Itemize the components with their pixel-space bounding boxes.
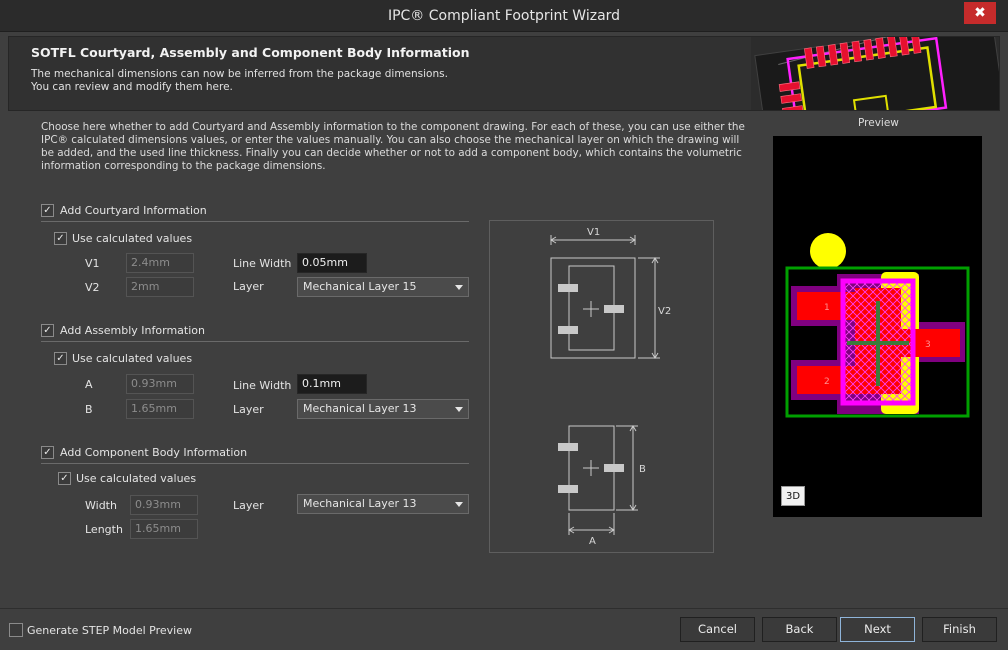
assembly-divider: [41, 341, 469, 342]
a-field[interactable]: 0.93mm: [126, 374, 194, 394]
v2-label: V2: [85, 281, 100, 294]
assembly-line-width-field[interactable]: 0.1mm: [297, 374, 367, 394]
chevron-down-icon: [455, 502, 463, 507]
wizard-header: SOTFL Courtyard, Assembly and Component …: [8, 36, 1000, 111]
width-label: Width: [85, 499, 117, 512]
assembly-checkbox[interactable]: ✓: [41, 324, 54, 337]
page-subtitle-line1: The mechanical dimensions can now be inf…: [31, 68, 448, 80]
footprint-preview[interactable]: 1 2 3: [773, 136, 982, 517]
v2-field[interactable]: 2mm: [126, 277, 194, 297]
step-preview-label: Generate STEP Model Preview: [27, 624, 192, 637]
courtyard-checkbox[interactable]: ✓: [41, 204, 54, 217]
pad-3-label: 3: [925, 340, 931, 350]
v1-label: V1: [85, 257, 100, 270]
assembly-layer-label: Layer: [233, 403, 264, 416]
v1-dimension-label: V1: [587, 227, 600, 238]
body-checkbox[interactable]: ✓: [41, 446, 54, 459]
b-dimension-label: B: [639, 464, 646, 475]
footprint-preview-drawing: 1 2 3: [785, 233, 970, 418]
courtyard-divider: [41, 221, 469, 222]
body-use-calculated-label: Use calculated values: [76, 472, 197, 485]
v2-dimension-label: V2: [658, 306, 671, 317]
courtyard-label: Add Courtyard Information: [60, 204, 207, 217]
preview-label: Preview: [858, 117, 899, 129]
b-field[interactable]: 1.65mm: [126, 399, 194, 419]
v1-field[interactable]: 2.4mm: [126, 253, 194, 273]
courtyard-line-width-label: Line Width: [233, 257, 292, 270]
back-button[interactable]: Back: [762, 617, 837, 642]
courtyard-use-calculated-label: Use calculated values: [72, 232, 193, 245]
pad-2-label: 2: [824, 377, 830, 387]
body-layer-label: Layer: [233, 499, 264, 512]
courtyard-layer-label: Layer: [233, 280, 264, 293]
assembly-label: Add Assembly Information: [60, 324, 205, 337]
dimension-diagram: V1 V2 B A: [489, 220, 714, 553]
a-label: A: [85, 378, 93, 391]
assembly-layer-value: Mechanical Layer 13: [303, 402, 417, 415]
next-button[interactable]: Next: [840, 617, 915, 642]
courtyard-layer-value: Mechanical Layer 15: [303, 280, 417, 293]
step-preview-checkbox[interactable]: [9, 623, 23, 637]
width-field[interactable]: 0.93mm: [130, 495, 198, 515]
courtyard-layer-select[interactable]: Mechanical Layer 15: [297, 277, 469, 297]
3d-view-button[interactable]: 3D: [781, 486, 805, 506]
body-divider: [41, 463, 469, 464]
body-layer-value: Mechanical Layer 13: [303, 497, 417, 510]
courtyard-use-calculated-checkbox[interactable]: ✓: [54, 232, 67, 245]
body-layer-select[interactable]: Mechanical Layer 13: [297, 494, 469, 514]
dimension-diagram-drawing: V1 V2 B A: [550, 227, 671, 547]
window-title: IPC® Compliant Footprint Wizard: [387, 8, 621, 24]
pad-1-label: 1: [824, 303, 830, 313]
cancel-button[interactable]: Cancel: [680, 617, 755, 642]
courtyard-line-width-field[interactable]: 0.05mm: [297, 253, 367, 273]
length-field[interactable]: 1.65mm: [130, 519, 198, 539]
assembly-line-width-label: Line Width: [233, 379, 292, 392]
intro-text: Choose here whether to add Courtyard and…: [41, 121, 745, 172]
assembly-layer-select[interactable]: Mechanical Layer 13: [297, 399, 469, 419]
assembly-use-calculated-label: Use calculated values: [72, 352, 193, 365]
header-pcb-illustration: [751, 37, 999, 110]
a-dimension-label: A: [589, 536, 596, 547]
footer-divider: [0, 608, 1008, 609]
title-bar: [0, 0, 1008, 32]
finish-button[interactable]: Finish: [922, 617, 997, 642]
page-title: SOTFL Courtyard, Assembly and Component …: [31, 45, 470, 60]
body-label: Add Component Body Information: [60, 446, 248, 459]
chevron-down-icon: [455, 407, 463, 412]
page-subtitle-line2: You can review and modify them here.: [31, 81, 233, 93]
body-use-calculated-checkbox[interactable]: ✓: [58, 472, 71, 485]
length-label: Length: [85, 523, 123, 536]
assembly-use-calculated-checkbox[interactable]: ✓: [54, 352, 67, 365]
chevron-down-icon: [455, 285, 463, 290]
close-button[interactable]: ✖: [964, 2, 996, 24]
b-label: B: [85, 403, 93, 416]
